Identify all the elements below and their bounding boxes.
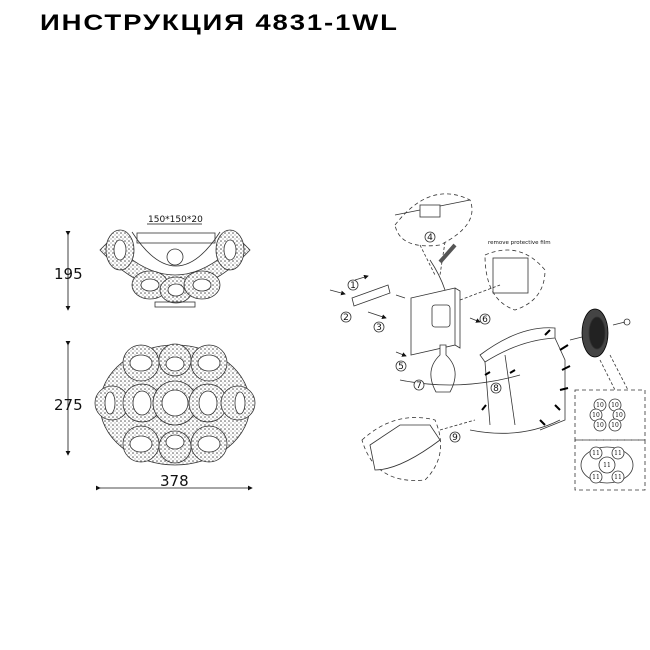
side-view-drawing <box>65 223 251 311</box>
step-9: 9 <box>452 433 458 443</box>
step-5: 5 <box>398 362 404 372</box>
document-title: ИНСТРУКЦИЯ 4831-1WL <box>40 10 399 35</box>
svg-text:10: 10 <box>592 412 600 419</box>
step-markers <box>340 231 502 443</box>
step-4: 4 <box>427 233 433 243</box>
svg-text:10: 10 <box>615 412 623 419</box>
svg-text:11: 11 <box>592 450 600 457</box>
protective-film-note: remove protective film <box>488 240 551 246</box>
step-6: 6 <box>482 315 488 325</box>
svg-text:11: 11 <box>614 450 622 457</box>
step-2: 2 <box>343 313 349 323</box>
step-7: 7 <box>416 381 422 391</box>
svg-text:11: 11 <box>603 462 611 469</box>
svg-text:10: 10 <box>611 422 619 429</box>
front-view-drawing <box>65 341 256 491</box>
svg-text:11: 11 <box>592 474 600 481</box>
svg-text:10: 10 <box>596 402 604 409</box>
svg-text:11: 11 <box>614 474 622 481</box>
svg-text:10: 10 <box>596 422 604 429</box>
step-3: 3 <box>376 323 382 333</box>
assembly-diagram <box>329 193 646 491</box>
front-view-width-label: 378 <box>160 472 189 490</box>
step-8: 8 <box>493 384 499 394</box>
step-1: 1 <box>350 281 356 291</box>
svg-text:10: 10 <box>611 402 619 409</box>
mount-plate-size-label: 150*150*20 <box>148 215 203 225</box>
